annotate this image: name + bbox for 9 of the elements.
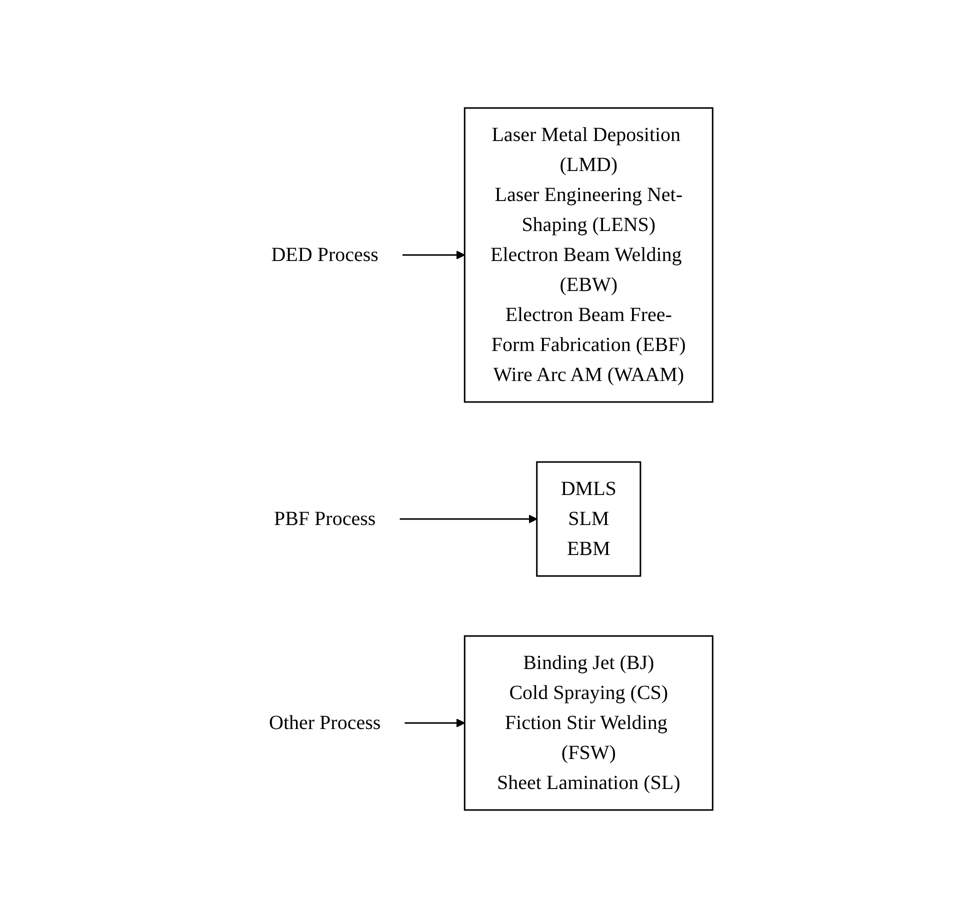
arrow [402,250,466,260]
node-box: Binding Jet (BJ) Cold Spraying (CS) Fiction Stir Welding (FSW) Sheet Lamination (SL) [464,635,714,811]
node-text: DED Process [271,244,379,266]
node-text: PBF Process [274,508,376,530]
node-box: DMLS SLM EBM [536,461,642,577]
node-text: Other Process [269,712,381,734]
arrow [400,514,538,524]
arrow [404,718,466,728]
node-box: Laser Metal Deposition (LMD) Laser Engineering Net-Shaping (LENS) Electron Beam Welding (EBW) Electron Beam Free-Form Fabrication (EBF) Wire Arc AM (WAAM) [464,107,714,403]
